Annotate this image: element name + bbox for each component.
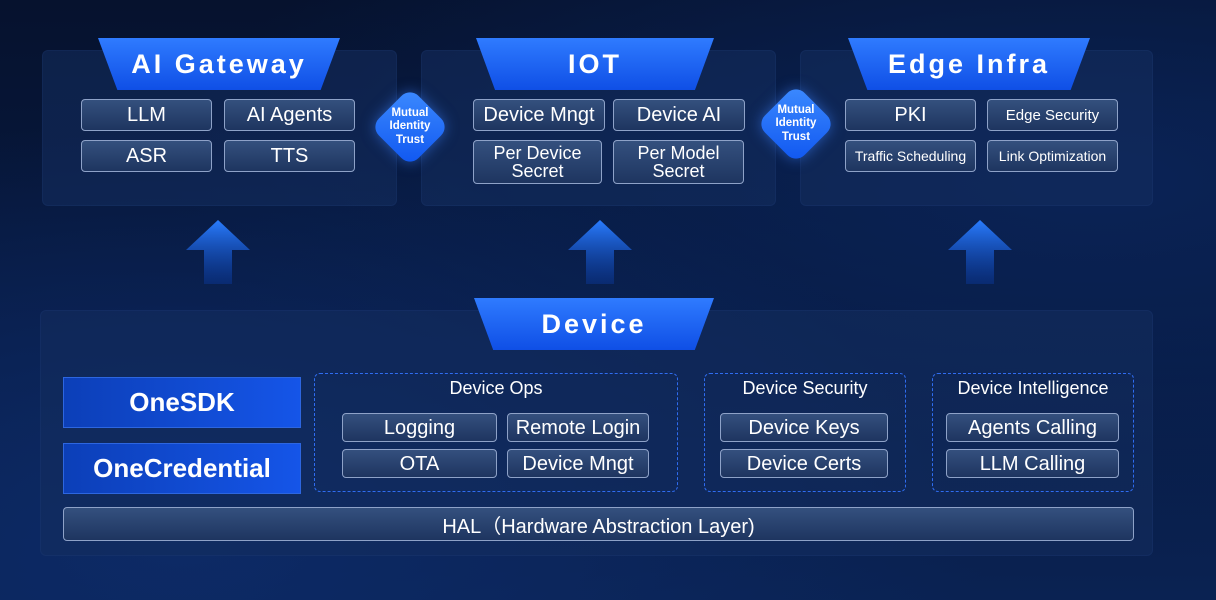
trust-badge-label: Mutual Identity Trust (775, 104, 817, 143)
ota-pill: OTA (342, 449, 497, 478)
per-model-secret-pill: Per Model Secret (613, 140, 744, 184)
device-intelligence-title: Device Intelligence (957, 378, 1109, 398)
device-security-group: Device Security (704, 373, 906, 492)
ai-gateway-title: AI Gateway (98, 38, 340, 90)
device-certs-pill: Device Certs (720, 449, 888, 478)
link-optimization-pill: Link Optimization (987, 140, 1118, 172)
ai-agents-pill: AI Agents (224, 99, 355, 131)
agents-calling-pill: Agents Calling (946, 413, 1119, 442)
mutual-identity-trust-badge-right: Mutual Identity Trust (756, 84, 836, 164)
device-keys-pill: Device Keys (720, 413, 888, 442)
device-intelligence-group: Device Intelligence (932, 373, 1134, 492)
device-title: Device (474, 298, 714, 350)
llm-calling-pill: LLM Calling (946, 449, 1119, 478)
traffic-scheduling-pill: Traffic Scheduling (845, 140, 976, 172)
hal-bar: HAL（Hardware Abstraction Layer) (63, 507, 1134, 541)
remote-login-pill: Remote Login (507, 413, 649, 442)
onecredential-block: OneCredential (63, 443, 301, 494)
up-arrow-icon (186, 220, 250, 284)
up-arrow-icon (948, 220, 1012, 284)
edge-infra-title: Edge Infra (848, 38, 1090, 90)
device-mngt-pill: Device Mngt (473, 99, 605, 131)
pki-pill: PKI (845, 99, 976, 131)
device-ai-pill: Device AI (613, 99, 745, 131)
trust-badge-label: Mutual Identity Trust (389, 107, 431, 146)
per-device-secret-pill: Per Device Secret (473, 140, 602, 184)
asr-pill: ASR (81, 140, 212, 172)
device-mngt-pill-bottom: Device Mngt (507, 449, 649, 478)
device-security-title: Device Security (742, 378, 868, 398)
llm-pill: LLM (81, 99, 212, 131)
device-ops-group: Device Ops (314, 373, 678, 492)
device-ops-title: Device Ops (449, 378, 543, 398)
iot-title: IOT (476, 38, 714, 90)
onesdk-block: OneSDK (63, 377, 301, 428)
edge-security-pill: Edge Security (987, 99, 1118, 131)
tts-pill: TTS (224, 140, 355, 172)
logging-pill: Logging (342, 413, 497, 442)
up-arrow-icon (568, 220, 632, 284)
mutual-identity-trust-badge-left: Mutual Identity Trust (370, 87, 450, 167)
